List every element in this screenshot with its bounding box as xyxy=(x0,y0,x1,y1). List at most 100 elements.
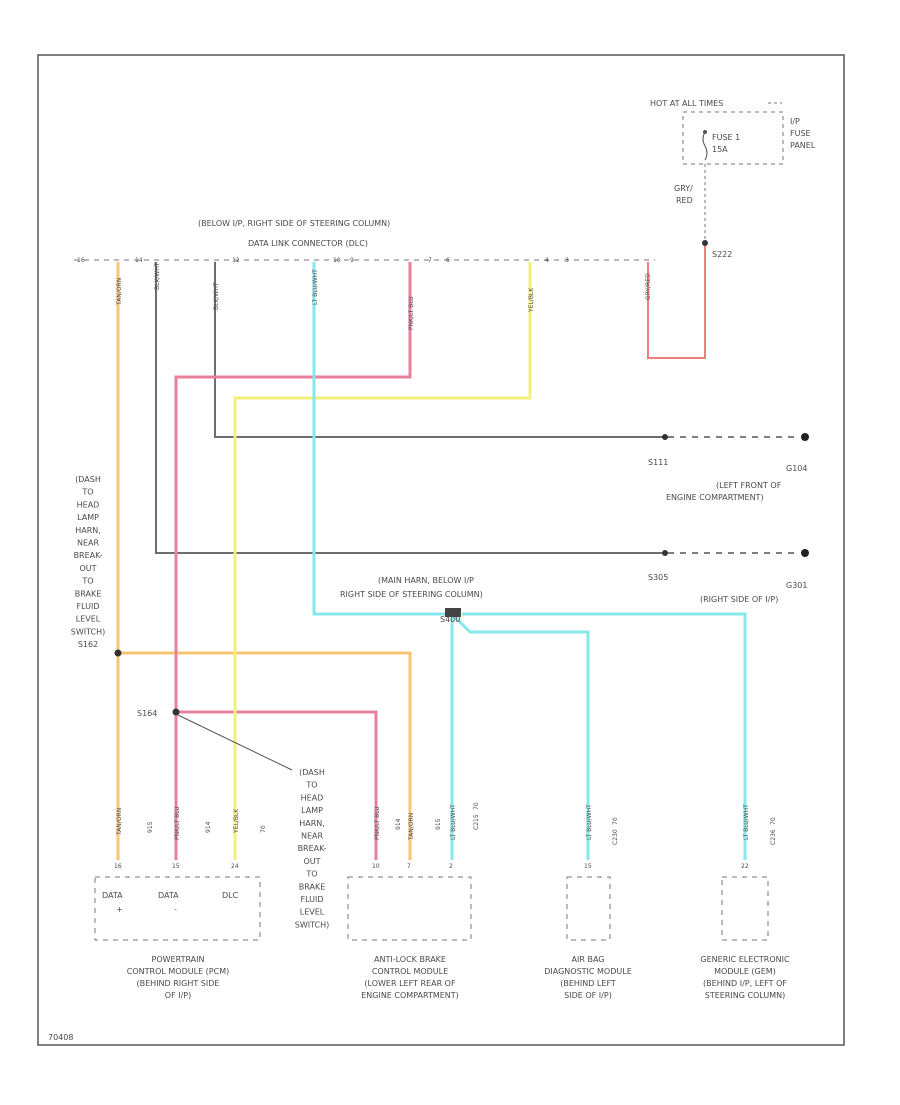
splice-s111-label: S111 xyxy=(648,458,668,467)
module-pin-numbers: 16 15 24 10 7 2 15 22 xyxy=(114,863,749,870)
pcm-note: (DASHTOHEADLAMPHARN,NEARBREAK-OUTTOBRAKE… xyxy=(295,768,330,929)
feed-wire-color-1: GRY/ xyxy=(674,184,693,193)
gem-wire-c236: C236 xyxy=(770,829,777,845)
gem-pin-22: 22 xyxy=(741,863,749,870)
wire-label-yel-blk: YEL/BLK xyxy=(528,287,535,313)
dlc-pin-7: 7 xyxy=(428,257,432,264)
wire-label-tan-orn: TAN/ORN xyxy=(116,278,123,306)
pcm-pin-24: 24 xyxy=(231,863,239,870)
ground-g301-icon xyxy=(801,549,809,557)
side-note-line-4: HARN, xyxy=(75,526,101,535)
splice-s222-dot xyxy=(702,240,708,246)
pcm-note-line-8: TO xyxy=(305,870,317,879)
pcm-wire-915: 915 xyxy=(147,821,154,833)
bottom-wire-labels: TAN/ORN 915 PNK/LT BLU 914 YEL/BLK 70 PN… xyxy=(116,802,777,845)
ground-g104-loc-2: ENGINE COMPARTMENT) xyxy=(666,493,764,502)
dlc-pin-3: 3 xyxy=(565,257,569,264)
panel-label-1: I/P xyxy=(790,117,800,126)
side-note-line-1: TO xyxy=(81,488,93,497)
side-note-line-5: NEAR xyxy=(77,539,100,548)
pcm-wire-914: 914 xyxy=(205,821,212,833)
pcm-note-line-3: LAMP xyxy=(301,806,323,815)
module-airbag xyxy=(566,876,611,941)
splice-s305-label: S305 xyxy=(648,573,668,582)
abs-wire-914: 914 xyxy=(395,818,402,830)
side-note-line-2: HEAD xyxy=(77,500,100,509)
gem-name-line-3: STEERING COLUMN) xyxy=(705,991,786,1000)
wire-lt-blu-wht-gem xyxy=(462,612,747,860)
side-note-line-3: LAMP xyxy=(77,513,99,522)
pcm-data-plus-label: DATA xyxy=(102,891,123,900)
abs-wire-c215: C215 xyxy=(473,814,480,830)
side-note-line-8: TO xyxy=(81,577,93,586)
gem-name-line-2: (BEHIND I/P, LEFT OF xyxy=(703,979,787,988)
dlc-pin-10: 10 xyxy=(333,257,341,264)
wire-pnk-lt-blu-abs xyxy=(176,710,378,860)
wire-lt-blu-wht-airbag xyxy=(450,612,590,860)
dlc-pin-16: 16 xyxy=(77,257,85,264)
pcm-note-line-12: SWITCH) xyxy=(295,920,330,929)
abs-wire-pnk-lt-blu: PNK/LT BLU xyxy=(374,806,381,840)
fuse-rating: 15A xyxy=(712,145,728,154)
abs-wire-lt-blu-wht: LT BLU/WHT xyxy=(450,804,457,840)
airbag-wire-lt-blu-wht: LT BLU/WHT xyxy=(586,804,593,840)
pcm-name-line-0: POWERTRAIN xyxy=(152,955,205,964)
side-note-line-9: BRAKE xyxy=(75,589,102,598)
gem-name-line-0: GENERIC ELECTRONIC xyxy=(700,955,790,964)
pcm-wire-70: 70 xyxy=(260,825,267,833)
pcm-pin-16: 16 xyxy=(114,863,122,870)
airbag-wire-70: 70 xyxy=(612,817,619,825)
abs-name-line-0: ANTI-LOCK BRAKE xyxy=(374,955,446,964)
footer-code: 70408 xyxy=(48,1033,73,1042)
dlc-name: DATA LINK CONNECTOR (DLC) xyxy=(248,239,368,248)
side-note-line-11: LEVEL xyxy=(76,615,101,624)
splice-s400-label: S400 xyxy=(440,615,460,624)
panel-label-2: FUSE xyxy=(790,129,811,138)
fuse-symbol xyxy=(702,130,708,161)
abs-name-line-3: ENGINE COMPARTMENT) xyxy=(361,991,459,1000)
gem-wire-70: 70 xyxy=(770,817,777,825)
airbag-name-line-0: AIR BAG xyxy=(572,955,605,964)
dlc-pin-12: 12 xyxy=(232,257,240,264)
pcm-name-line-3: OF I/P) xyxy=(165,991,191,1000)
wire-blk-wht-s111 xyxy=(214,262,665,438)
ground-g301-label: G301 xyxy=(786,581,807,590)
panel-label-3: PANEL xyxy=(790,141,816,150)
ground-g301: S305 G301 (RIGHT SIDE OF I/P) xyxy=(648,549,809,604)
wire-label-pnk-lt-blu: PNK/LT BLU xyxy=(408,296,415,330)
wire-pnk-lt-blu xyxy=(174,262,412,860)
airbag-name-line-1: DIAGNOSTIC MODULE xyxy=(544,967,632,976)
pcm-data-minus-label: DATA xyxy=(158,891,179,900)
pcm-data-plus-sign: + xyxy=(116,905,123,914)
abs-wire-915: 915 xyxy=(435,818,442,830)
side-note-line-13: S162 xyxy=(78,640,98,649)
splice-s164-label: S164 xyxy=(137,709,157,718)
pcm-note-line-11: LEVEL xyxy=(300,908,325,917)
s164-leader-line xyxy=(177,714,293,771)
pcm-note-line-0: (DASH xyxy=(299,768,325,777)
fuse-panel: HOT AT ALL TIMES FUSE 1 15A I/P FUSE PAN… xyxy=(650,99,816,165)
airbag-name-line-3: SIDE OF I/P) xyxy=(564,991,612,1000)
feed-wire-color-2: RED xyxy=(676,196,693,205)
pcm-wire-tan-orn: TAN/ORN xyxy=(116,808,123,836)
s400-location-line-1: (MAIN HARN, BELOW I/P xyxy=(378,576,474,585)
wire-label-lt-blu-wht: LT BLU/WHT xyxy=(312,269,319,305)
diagram-frame xyxy=(37,54,845,1046)
gem-name-line-1: MODULE (GEM) xyxy=(714,967,776,976)
abs-pin-2: 2 xyxy=(449,863,453,870)
pcm-name-line-2: (BEHIND RIGHT SIDE xyxy=(137,979,220,988)
abs-name-line-1: CONTROL MODULE xyxy=(372,967,448,976)
wire-label-blk-wht-2: BLK/WHT xyxy=(213,282,220,310)
ground-g104-icon xyxy=(801,433,809,441)
ground-g301-loc: (RIGHT SIDE OF I/P) xyxy=(700,595,778,604)
dlc-pin-9: 9 xyxy=(350,257,354,264)
pcm-note-line-4: HARN, xyxy=(299,819,325,828)
abs-pin-7: 7 xyxy=(407,863,411,870)
abs-pin-10: 10 xyxy=(372,863,380,870)
abs-wire-tan-orn: TAN/ORN xyxy=(408,813,415,841)
module-abs xyxy=(347,876,472,941)
ground-g104-label: G104 xyxy=(786,464,807,473)
